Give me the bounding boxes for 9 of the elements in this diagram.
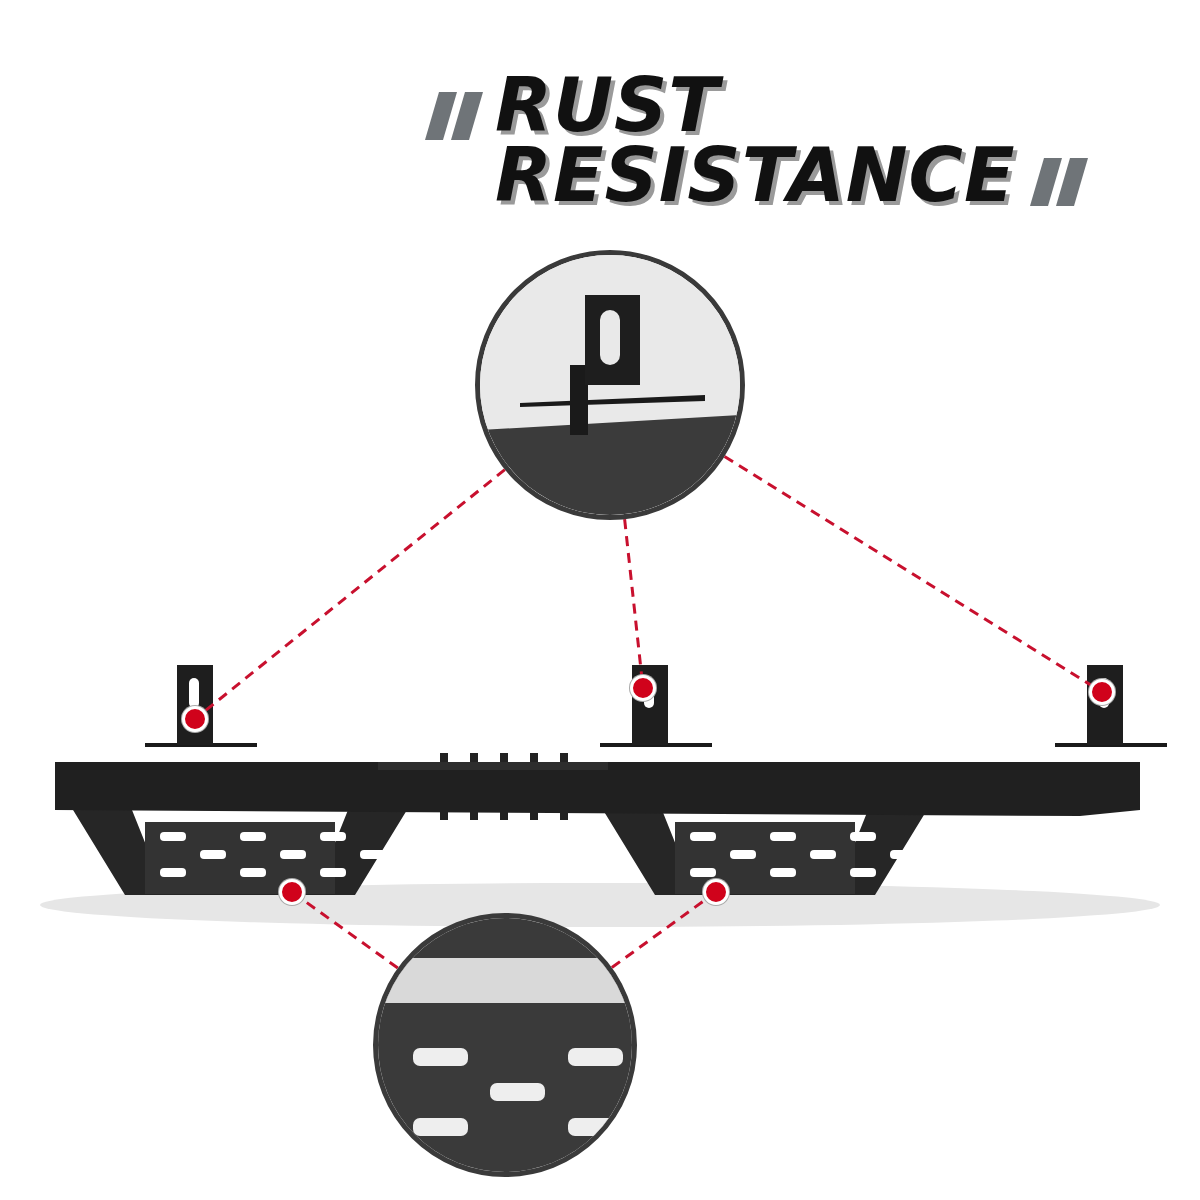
leader-line [723, 455, 1092, 687]
callout-dot [279, 879, 305, 905]
callout-dot [1089, 679, 1115, 705]
leader-line [204, 468, 506, 712]
leader-line [623, 519, 644, 676]
callout-dot [630, 675, 656, 701]
title: RUST RESISTANCE [495, 70, 1016, 210]
callout-dot [703, 879, 729, 905]
callout-dot [182, 706, 208, 732]
